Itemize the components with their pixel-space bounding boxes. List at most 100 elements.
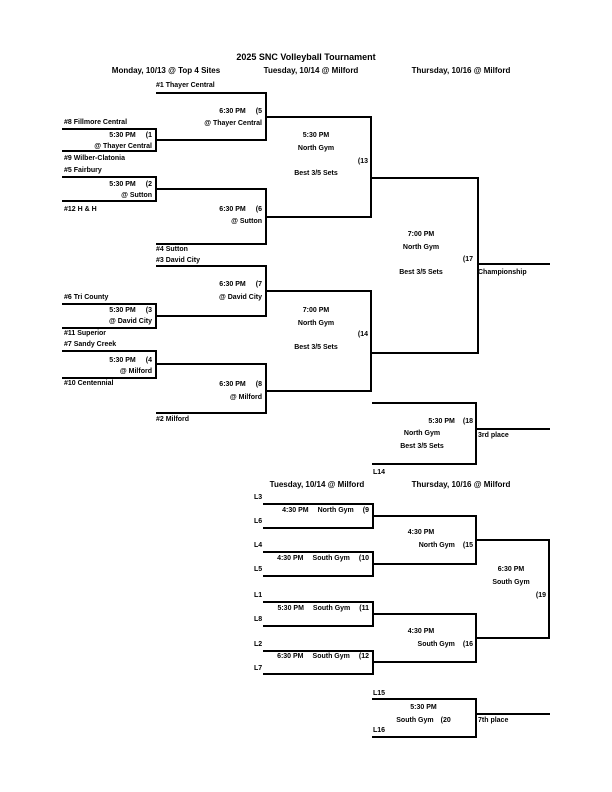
game-9-number: (9 xyxy=(362,507,369,514)
bracket-line xyxy=(265,363,267,414)
game-17-format: Best 3/5 Sets xyxy=(399,269,443,276)
bracket-line xyxy=(475,428,550,430)
bracket-line xyxy=(372,563,475,565)
loser-slot-l15: L15 xyxy=(373,690,386,697)
game-7-info: 6:30 PM(7 xyxy=(219,281,262,288)
bracket-line xyxy=(372,551,374,577)
game-6-site: @ Sutton xyxy=(231,218,262,225)
bracket-line xyxy=(265,92,267,141)
bracket-line xyxy=(265,188,267,245)
bracket-line xyxy=(155,315,265,317)
game-17-number: (17 xyxy=(462,256,473,263)
game-19-number: (19 xyxy=(535,592,546,599)
bracket-line xyxy=(155,303,157,329)
bracket-line xyxy=(475,539,548,541)
game-6-info: 6:30 PM (6 xyxy=(219,206,262,213)
round-header-monday: Monday, 10/13 @ Top 4 Sites xyxy=(111,66,221,75)
bracket-line xyxy=(156,243,265,245)
bracket-line xyxy=(155,188,265,190)
bracket-line xyxy=(155,363,265,365)
bracket-line xyxy=(263,650,372,652)
game-12-number: (12 xyxy=(358,653,369,660)
game-14-gym: North Gym xyxy=(297,320,335,327)
bracket-line xyxy=(62,303,155,305)
game-3-info: 5:30 PM(3 xyxy=(109,307,152,314)
bracket-line xyxy=(372,503,374,529)
bracket-line xyxy=(475,637,548,639)
team-seed-4: #4 Sutton xyxy=(156,246,188,253)
round-header-tuesday-lower: Tuesday, 10/14 @ Milford xyxy=(269,480,365,489)
bracket-line xyxy=(156,412,265,414)
game-3-site: @ David City xyxy=(108,318,152,325)
game-5-time: 6:30 PM xyxy=(219,108,246,115)
game-4-number: (4 xyxy=(145,357,152,364)
game-13-time: 5:30 PM xyxy=(302,132,330,139)
game-16-gym: South Gym xyxy=(417,641,455,648)
team-seed-9: #9 Wilber-Clatonia xyxy=(64,155,126,162)
bracket-line xyxy=(62,150,155,152)
game-7-time: 6:30 PM xyxy=(219,281,246,288)
team-seed-10: #10 Centennial xyxy=(64,380,114,387)
bracket-line xyxy=(156,265,265,267)
bracket-line xyxy=(372,601,374,627)
game-20-info: South Gym(20 xyxy=(372,717,475,724)
bracket-line xyxy=(62,350,155,352)
bracket-line xyxy=(372,515,475,517)
game-2-number: (2 xyxy=(145,181,152,188)
game-17-time: 7:00 PM xyxy=(407,231,435,238)
bracket-line xyxy=(263,601,372,603)
bracket-line xyxy=(370,177,477,179)
game-6-number: (6 xyxy=(255,206,262,213)
game-3-number: (3 xyxy=(145,307,152,314)
team-seed-1: #1 Thayer Central xyxy=(156,82,215,89)
bracket-line xyxy=(263,575,372,577)
bracket-line xyxy=(263,625,372,627)
game-18-time: 5:30 PM xyxy=(428,418,455,425)
bracket-line xyxy=(265,216,370,218)
bracket-line xyxy=(265,290,370,292)
game-1-time: 5:30 PM xyxy=(109,132,136,139)
game-6-time: 6:30 PM xyxy=(219,206,246,213)
third-place-label: 3rd place xyxy=(478,432,509,439)
bracket-line xyxy=(156,92,265,94)
game-13-gym: North Gym xyxy=(297,145,335,152)
game-1-info: 5:30 PM(1 xyxy=(109,132,152,139)
loser-slot-l5: L5 xyxy=(254,566,263,573)
seventh-place-label: 7th place xyxy=(478,717,509,724)
bracket-line xyxy=(372,661,475,663)
game-4-site: @ Milford xyxy=(119,368,152,375)
game-4-info: 5:30 PM(4 xyxy=(109,357,152,364)
bracket-line xyxy=(477,177,479,354)
bracket-line xyxy=(263,503,372,505)
loser-slot-l4: L4 xyxy=(254,542,263,549)
loser-slot-l1: L1 xyxy=(254,592,263,599)
game-10-gym: South Gym xyxy=(312,555,350,562)
game-20-gym: South Gym xyxy=(396,717,434,724)
game-18-gym: North Gym xyxy=(403,430,441,437)
game-1-site: @ Thayer Central xyxy=(94,143,152,150)
round-header-thursday: Thursday, 10/16 @ Milford xyxy=(411,66,511,75)
bracket-line xyxy=(155,139,265,141)
bracket-line xyxy=(475,698,477,738)
bracket-line xyxy=(62,128,155,130)
loser-slot-l16: L16 xyxy=(373,727,386,734)
bracket-line xyxy=(155,176,157,202)
game-18-number: (18 xyxy=(462,418,473,425)
game-15-time: 4:30 PM xyxy=(407,529,435,536)
game-10-time: 4:30 PM xyxy=(277,555,304,562)
team-seed-11: #11 Superior xyxy=(64,330,107,337)
bracket-line xyxy=(370,290,372,392)
game-12-gym: South Gym xyxy=(312,653,350,660)
bracket-line xyxy=(155,128,157,152)
bracket-line xyxy=(370,352,477,354)
game-14-format: Best 3/5 Sets xyxy=(294,344,338,351)
game-5-number: (5 xyxy=(255,108,262,115)
bracket-line xyxy=(548,539,550,639)
game-14-number: (14 xyxy=(357,331,368,338)
bracket-line xyxy=(372,463,475,465)
game-13-format: Best 3/5 Sets xyxy=(294,170,338,177)
bracket-line xyxy=(475,713,550,715)
game-18-info: 5:30 PM (18 xyxy=(428,418,473,425)
